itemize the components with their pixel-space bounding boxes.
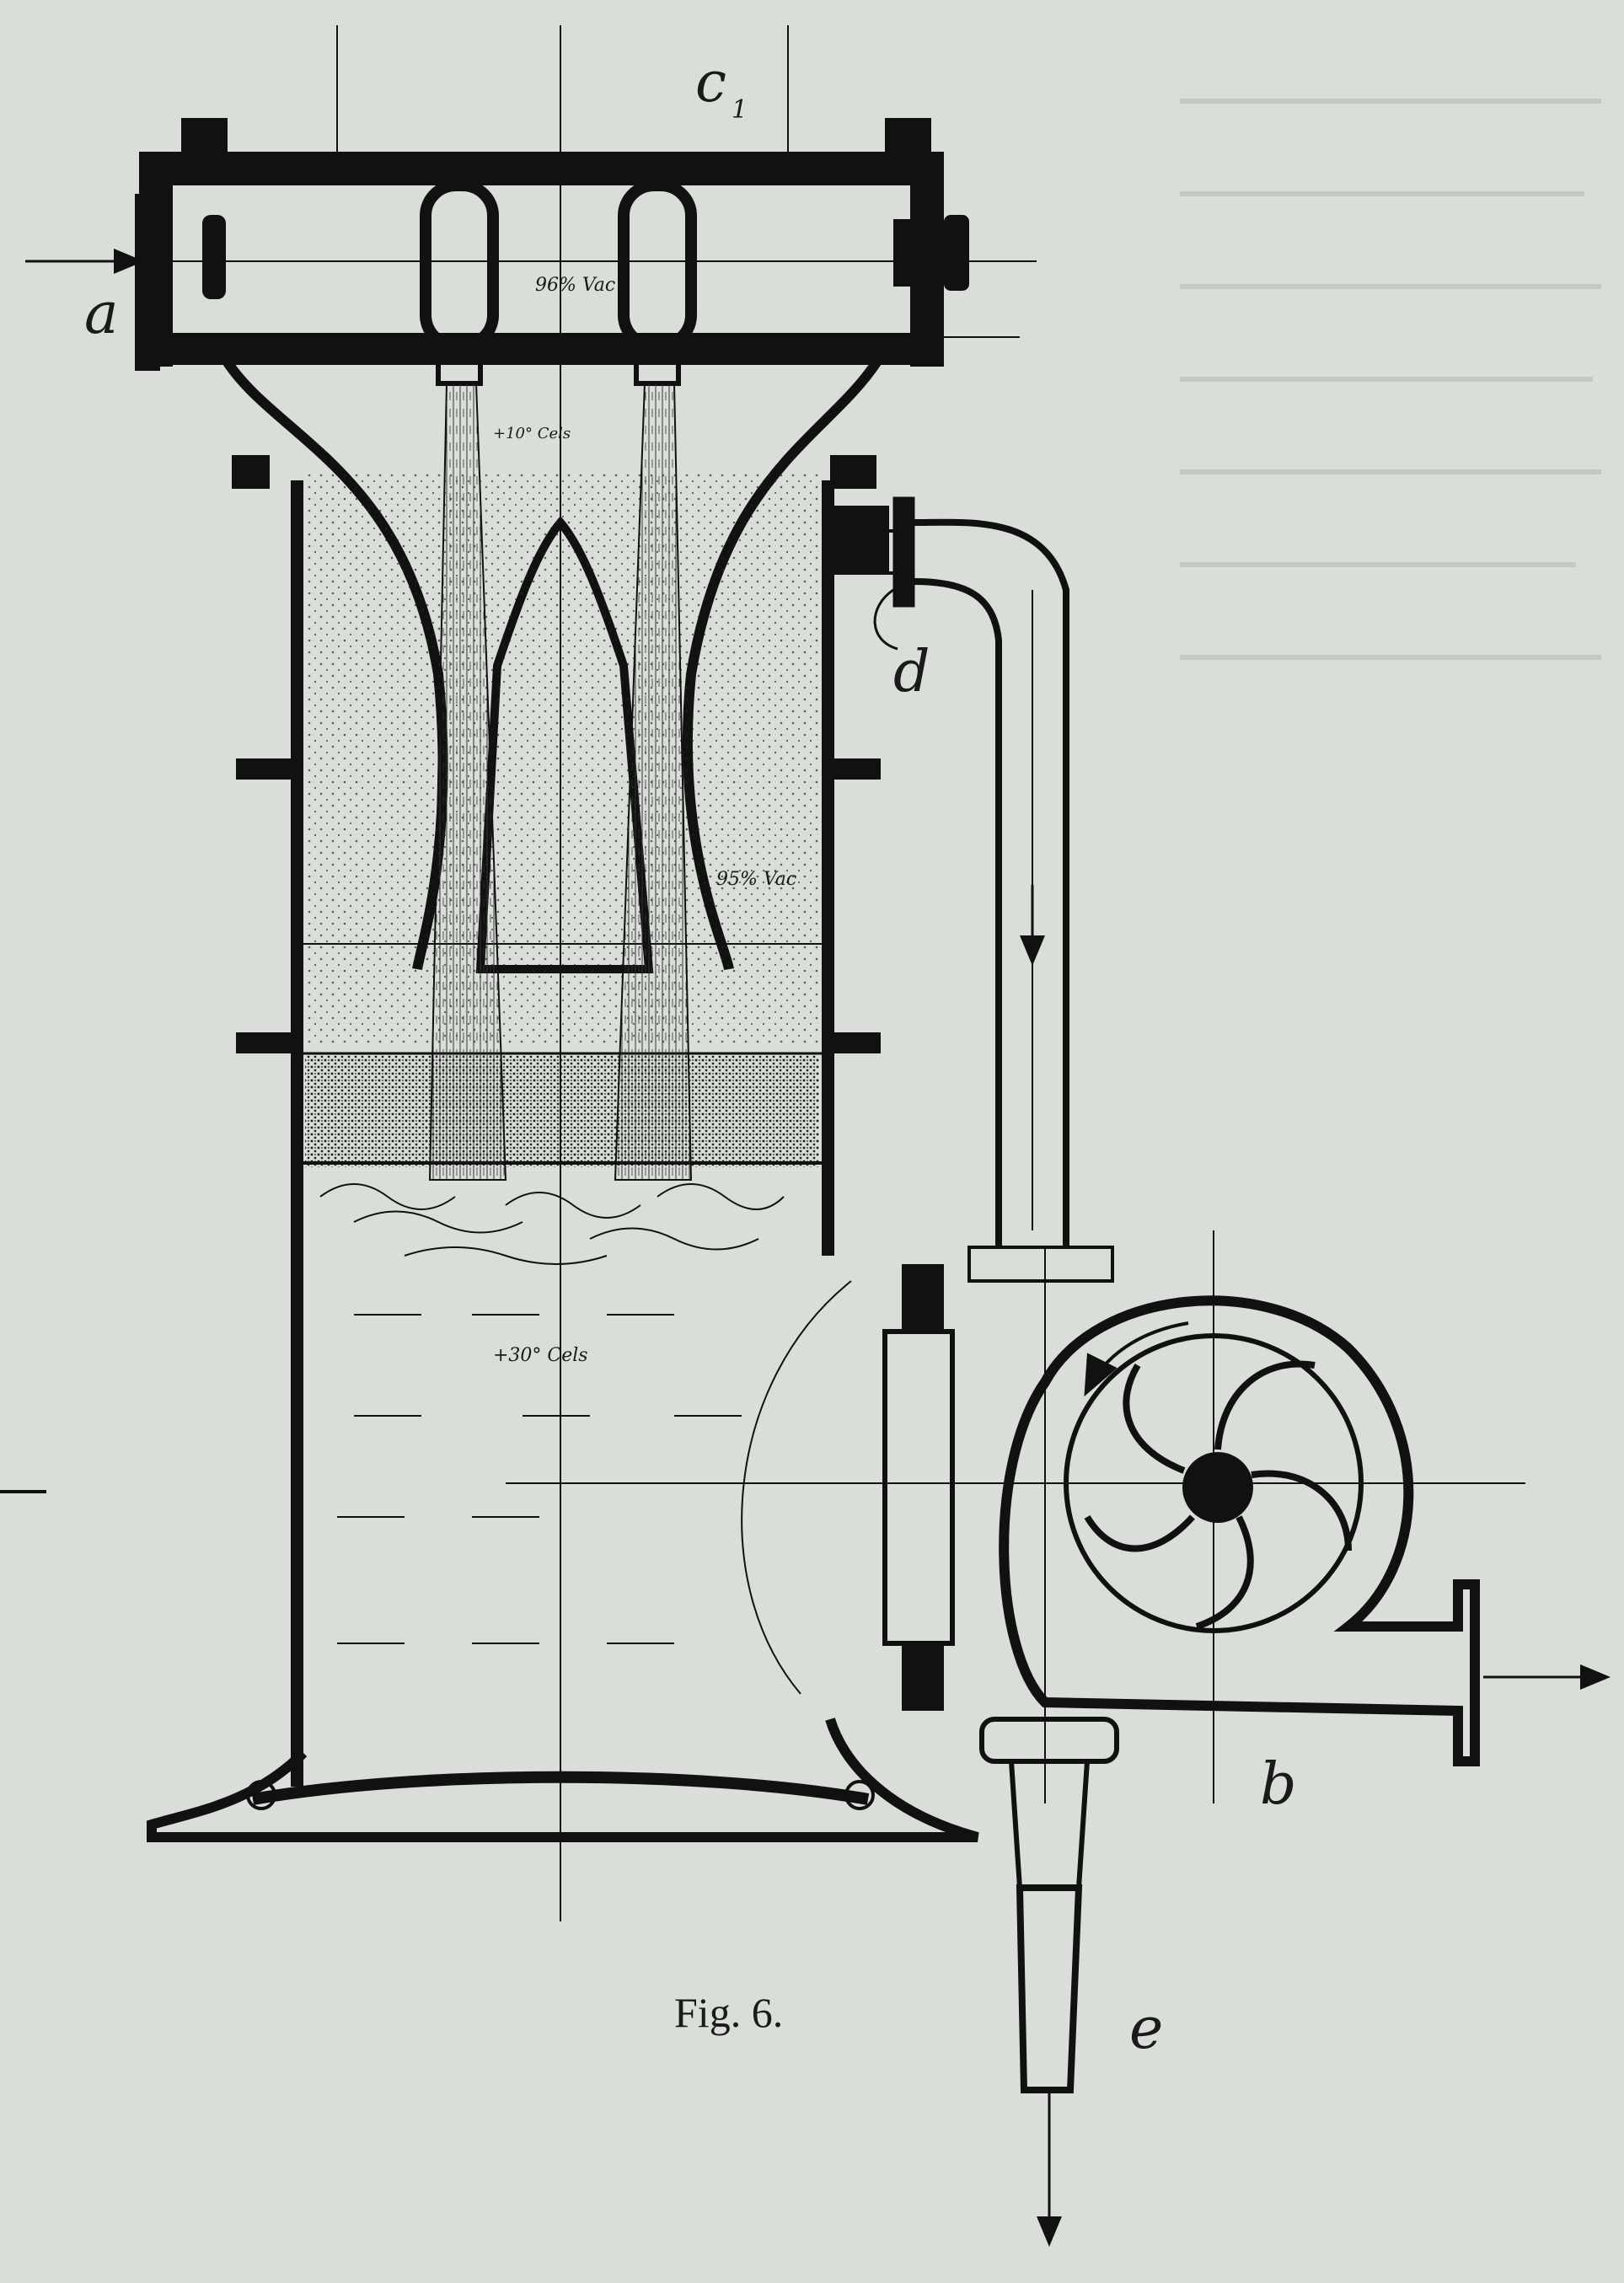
water-lines bbox=[337, 1280, 852, 1695]
label-a: a bbox=[84, 281, 119, 347]
note-96-vac: 96% Vac bbox=[535, 275, 615, 296]
inlet-a bbox=[25, 194, 160, 371]
impeller-vanes bbox=[1084, 1360, 1352, 1630]
bleed-through-marks bbox=[1180, 99, 1601, 660]
water-jets bbox=[428, 383, 693, 1181]
label-c: c bbox=[695, 50, 726, 115]
turbulence bbox=[319, 1183, 785, 1265]
steam-header bbox=[118, 118, 1037, 367]
vapor-region bbox=[305, 472, 819, 1167]
note-water-temp: +30° Cels bbox=[493, 1345, 588, 1366]
note-jet-temp: +10° Cels bbox=[493, 425, 571, 442]
return-pipe-d bbox=[828, 496, 1069, 1247]
label-d: d bbox=[893, 639, 930, 705]
label-b: b bbox=[1260, 1751, 1297, 1818]
drain-e bbox=[979, 1717, 1119, 2247]
label-c-sub: 1 bbox=[732, 95, 748, 125]
note-95-vac: 95% Vac bbox=[716, 869, 796, 890]
figure-caption: Fig. 6. bbox=[674, 1989, 783, 2036]
steam-nozzles bbox=[420, 180, 697, 386]
label-e: e bbox=[1129, 1996, 1163, 2062]
centrifugal-pump bbox=[882, 1246, 1611, 1766]
